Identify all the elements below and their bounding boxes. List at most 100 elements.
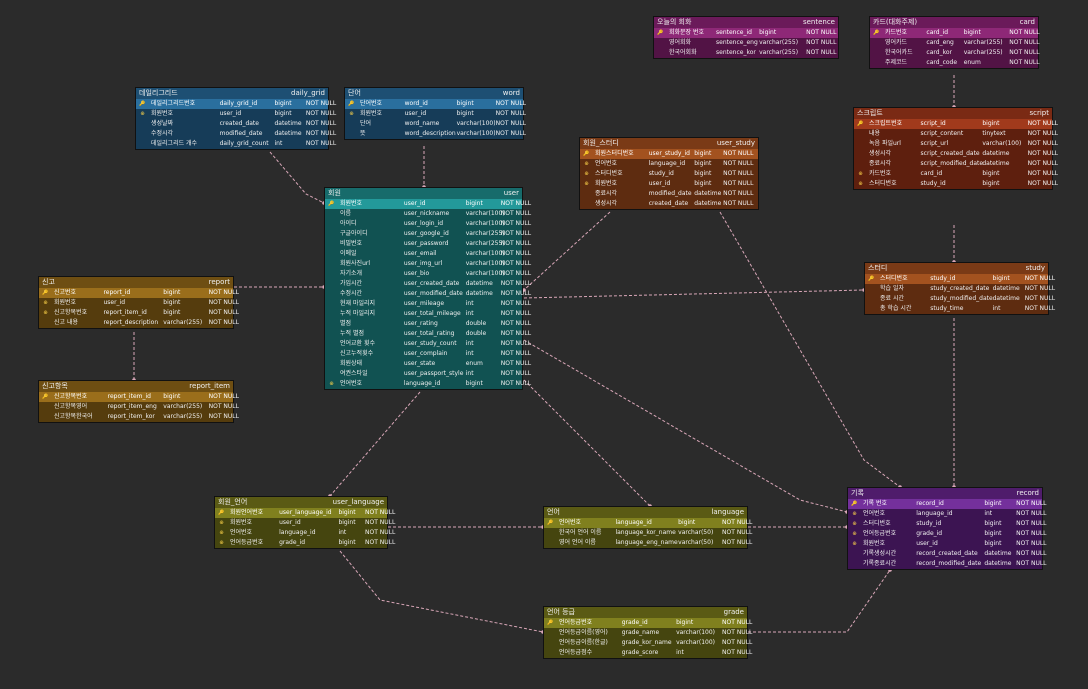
relationship-line[interactable]	[748, 569, 891, 633]
relationship-line[interactable]	[339, 550, 544, 633]
table-header[interactable]: 카드(대화주제)card	[870, 17, 1038, 28]
relationship-line[interactable]	[523, 289, 865, 299]
relationship-line[interactable]	[523, 211, 611, 291]
relationship-line[interactable]	[523, 339, 848, 513]
relationship-line[interactable]	[719, 211, 901, 488]
relationship-line[interactable]	[523, 379, 651, 507]
